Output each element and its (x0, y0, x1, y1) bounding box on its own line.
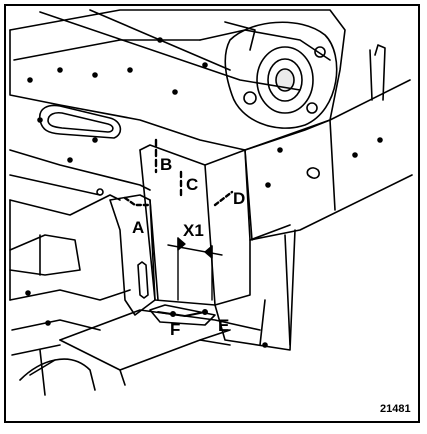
callout-f: F (170, 320, 180, 339)
oblong-slot (38, 104, 122, 139)
callout-x1: X1 (183, 221, 204, 240)
upper-panel-holes (27, 21, 256, 163)
weld-marks (123, 138, 234, 207)
round-boss (224, 21, 338, 129)
x1-dimension (167, 237, 223, 301)
callout-e: E (218, 316, 229, 335)
longitudinal-member (244, 44, 413, 241)
callout-a: A (132, 218, 144, 237)
callout-d: D (233, 189, 245, 208)
reference-number: 21481 (380, 403, 411, 415)
callout-c: C (186, 175, 198, 194)
reinforcing-plate (96, 188, 156, 316)
callout-b: B (160, 155, 172, 174)
points-e-f (157, 308, 209, 317)
left-body-section (9, 149, 151, 396)
